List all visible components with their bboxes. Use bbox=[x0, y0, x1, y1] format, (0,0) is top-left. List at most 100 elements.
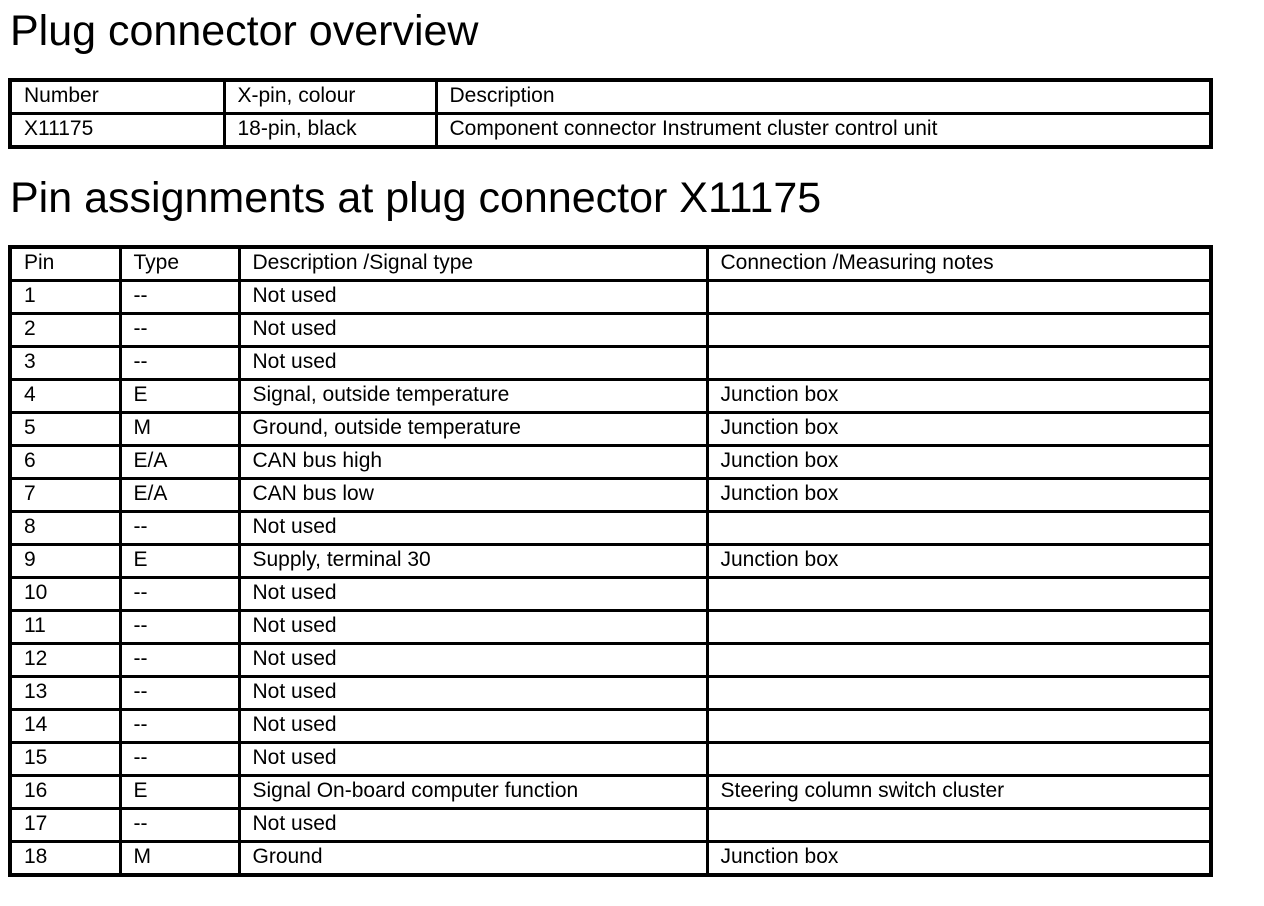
connection-cell bbox=[705, 312, 1213, 348]
document-page: Plug connector overview Number X-pin, co… bbox=[8, 7, 1213, 877]
type-cell: -- bbox=[118, 741, 241, 777]
pin-row-8: 8 -- Not used bbox=[8, 510, 1213, 546]
connection-cell bbox=[705, 741, 1213, 777]
pin-header-signal: Description /Signal type bbox=[237, 245, 709, 282]
pin-row-18: 18 M Ground Junction box bbox=[8, 840, 1213, 877]
signal-cell: Ground bbox=[237, 840, 709, 877]
pin-cell: 8 bbox=[8, 510, 122, 546]
pin-row-16: 16 E Signal On-board computer function S… bbox=[8, 774, 1213, 810]
type-cell: E bbox=[118, 378, 241, 414]
overview-header-number: Number bbox=[8, 78, 226, 115]
overview-header-row: Number X-pin, colour Description bbox=[8, 78, 1213, 115]
overview-data-row: X11175 18-pin, black Component connector… bbox=[8, 112, 1213, 149]
pin-cell: 6 bbox=[8, 444, 122, 480]
pin-cell: 10 bbox=[8, 576, 122, 612]
signal-cell: CAN bus high bbox=[237, 444, 709, 480]
signal-cell: Not used bbox=[237, 642, 709, 678]
pin-row-4: 4 E Signal, outside temperature Junction… bbox=[8, 378, 1213, 414]
connection-cell bbox=[705, 345, 1213, 381]
signal-cell: Not used bbox=[237, 576, 709, 612]
pin-cell: 2 bbox=[8, 312, 122, 348]
signal-cell: Not used bbox=[237, 741, 709, 777]
type-cell: -- bbox=[118, 279, 241, 315]
pin-assignments-table: Pin Type Description /Signal type Connec… bbox=[8, 245, 1213, 877]
connection-cell bbox=[705, 576, 1213, 612]
signal-cell: Not used bbox=[237, 609, 709, 645]
pin-row-17: 17 -- Not used bbox=[8, 807, 1213, 843]
pin-cell: 17 bbox=[8, 807, 122, 843]
type-cell: E/A bbox=[118, 477, 241, 513]
pin-cell: 4 bbox=[8, 378, 122, 414]
signal-cell: Ground, outside temperature bbox=[237, 411, 709, 447]
overview-cell-description: Component connector Instrument cluster c… bbox=[434, 112, 1213, 149]
pin-cell: 12 bbox=[8, 642, 122, 678]
pin-header-type: Type bbox=[118, 245, 241, 282]
signal-cell: Not used bbox=[237, 675, 709, 711]
signal-cell: Signal On-board computer function bbox=[237, 774, 709, 810]
pin-cell: 3 bbox=[8, 345, 122, 381]
overview-section-title: Plug connector overview bbox=[10, 7, 479, 55]
type-cell: M bbox=[118, 840, 241, 877]
signal-cell: Not used bbox=[237, 807, 709, 843]
pin-row-3: 3 -- Not used bbox=[8, 345, 1213, 381]
connection-cell bbox=[705, 675, 1213, 711]
pin-cell: 5 bbox=[8, 411, 122, 447]
pin-cell: 13 bbox=[8, 675, 122, 711]
pin-assignments-section-title: Pin assignments at plug connector X11175 bbox=[10, 174, 822, 222]
connection-cell: Junction box bbox=[705, 840, 1213, 877]
plug-connector-overview-table: Number X-pin, colour Description X11175 … bbox=[8, 78, 1213, 149]
pin-table-header-row: Pin Type Description /Signal type Connec… bbox=[8, 245, 1213, 282]
pin-row-9: 9 E Supply, terminal 30 Junction box bbox=[8, 543, 1213, 579]
pin-cell: 9 bbox=[8, 543, 122, 579]
pin-row-15: 15 -- Not used bbox=[8, 741, 1213, 777]
pin-row-11: 11 -- Not used bbox=[8, 609, 1213, 645]
pin-row-2: 2 -- Not used bbox=[8, 312, 1213, 348]
signal-cell: Not used bbox=[237, 510, 709, 546]
type-cell: -- bbox=[118, 609, 241, 645]
signal-cell: Not used bbox=[237, 345, 709, 381]
overview-header-description: Description bbox=[434, 78, 1213, 115]
overview-header-xpin: X-pin, colour bbox=[222, 78, 438, 115]
type-cell: E bbox=[118, 774, 241, 810]
connection-cell: Junction box bbox=[705, 444, 1213, 480]
connection-cell bbox=[705, 609, 1213, 645]
pin-cell: 1 bbox=[8, 279, 122, 315]
type-cell: -- bbox=[118, 675, 241, 711]
signal-cell: CAN bus low bbox=[237, 477, 709, 513]
pin-header-connection: Connection /Measuring notes bbox=[705, 245, 1213, 282]
connection-cell: Junction box bbox=[705, 411, 1213, 447]
connection-cell bbox=[705, 510, 1213, 546]
connection-cell bbox=[705, 642, 1213, 678]
type-cell: -- bbox=[118, 312, 241, 348]
type-cell: -- bbox=[118, 576, 241, 612]
type-cell: -- bbox=[118, 642, 241, 678]
type-cell: M bbox=[118, 411, 241, 447]
pin-header-pin: Pin bbox=[8, 245, 122, 282]
pin-row-10: 10 -- Not used bbox=[8, 576, 1213, 612]
connection-cell bbox=[705, 807, 1213, 843]
signal-cell: Supply, terminal 30 bbox=[237, 543, 709, 579]
connection-cell: Steering column switch cluster bbox=[705, 774, 1213, 810]
type-cell: -- bbox=[118, 807, 241, 843]
pin-row-6: 6 E/A CAN bus high Junction box bbox=[8, 444, 1213, 480]
overview-cell-number: X11175 bbox=[8, 112, 226, 149]
connection-cell: Junction box bbox=[705, 543, 1213, 579]
pin-row-14: 14 -- Not used bbox=[8, 708, 1213, 744]
overview-cell-xpin: 18-pin, black bbox=[222, 112, 438, 149]
pin-row-5: 5 M Ground, outside temperature Junction… bbox=[8, 411, 1213, 447]
type-cell: E bbox=[118, 543, 241, 579]
signal-cell: Not used bbox=[237, 708, 709, 744]
connection-cell bbox=[705, 279, 1213, 315]
type-cell: E/A bbox=[118, 444, 241, 480]
pin-cell: 15 bbox=[8, 741, 122, 777]
pin-row-13: 13 -- Not used bbox=[8, 675, 1213, 711]
pin-cell: 18 bbox=[8, 840, 122, 877]
type-cell: -- bbox=[118, 708, 241, 744]
type-cell: -- bbox=[118, 510, 241, 546]
pin-cell: 11 bbox=[8, 609, 122, 645]
signal-cell: Not used bbox=[237, 279, 709, 315]
signal-cell: Not used bbox=[237, 312, 709, 348]
signal-cell: Signal, outside temperature bbox=[237, 378, 709, 414]
pin-cell: 16 bbox=[8, 774, 122, 810]
pin-row-12: 12 -- Not used bbox=[8, 642, 1213, 678]
